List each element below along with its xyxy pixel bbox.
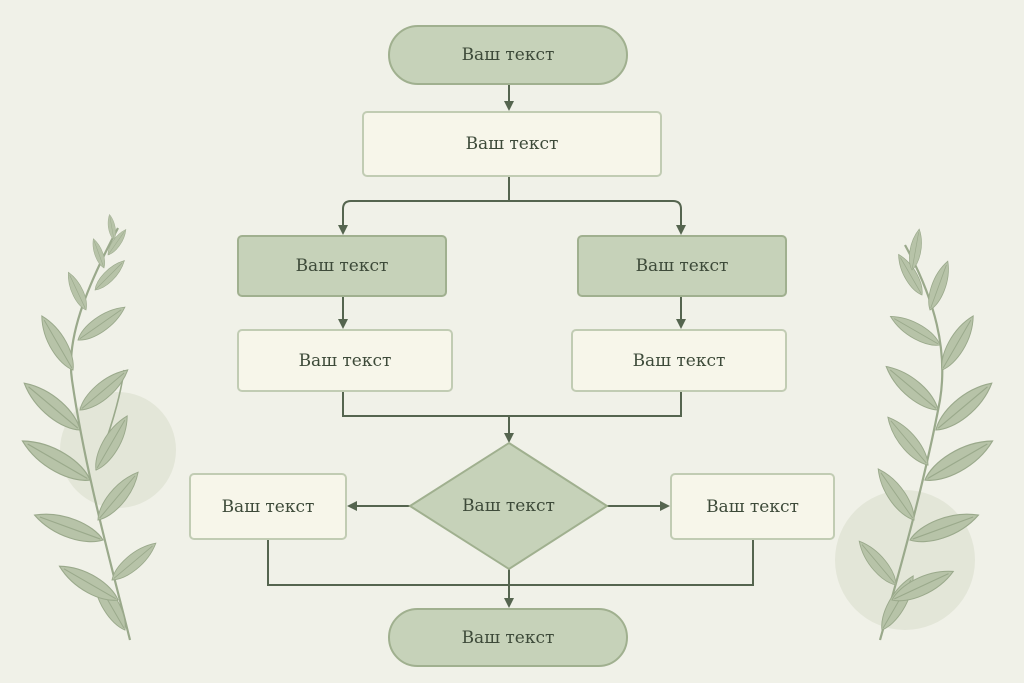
- right-branch-step-node: Ваш текст: [571, 329, 787, 392]
- decision-right-label: Ваш текст: [706, 496, 799, 517]
- start-node: Ваш текст: [388, 25, 628, 85]
- process-node-1-label: Ваш текст: [465, 134, 559, 154]
- end-node: Ваш текст: [388, 608, 628, 667]
- connector-decision-outcomes-merge: [267, 540, 754, 586]
- left-branch-step-label: Ваш текст: [298, 350, 392, 371]
- end-node-label: Ваш текст: [461, 627, 555, 648]
- decision-right-node: Ваш текст: [670, 473, 835, 540]
- connector-step1-to-left-branch: [338, 177, 510, 235]
- start-node-label: Ваш текст: [461, 45, 555, 65]
- decision-left-label: Ваш текст: [221, 496, 315, 517]
- connector-step1-to-right-branch: [509, 200, 686, 235]
- right-branch-header-label: Ваш текст: [635, 256, 729, 276]
- decision-diamond: [408, 441, 609, 571]
- leaf-branch-left: [16, 213, 162, 641]
- connectors: [267, 85, 754, 608]
- decision-left-node: Ваш текст: [189, 473, 347, 540]
- left-branch-step-node: Ваш текст: [237, 329, 453, 392]
- right-branch-header-node: Ваш текст: [577, 235, 787, 297]
- right-branch-step-label: Ваш текст: [632, 350, 726, 371]
- left-branch-header-node: Ваш текст: [237, 235, 447, 297]
- decision-node-label: Ваш текст: [462, 496, 555, 516]
- process-node-1: Ваш текст: [362, 111, 662, 177]
- leaf-branch-right: [853, 227, 999, 641]
- left-branch-header-label: Ваш текст: [295, 256, 389, 276]
- connector-merge-branches: [342, 392, 682, 417]
